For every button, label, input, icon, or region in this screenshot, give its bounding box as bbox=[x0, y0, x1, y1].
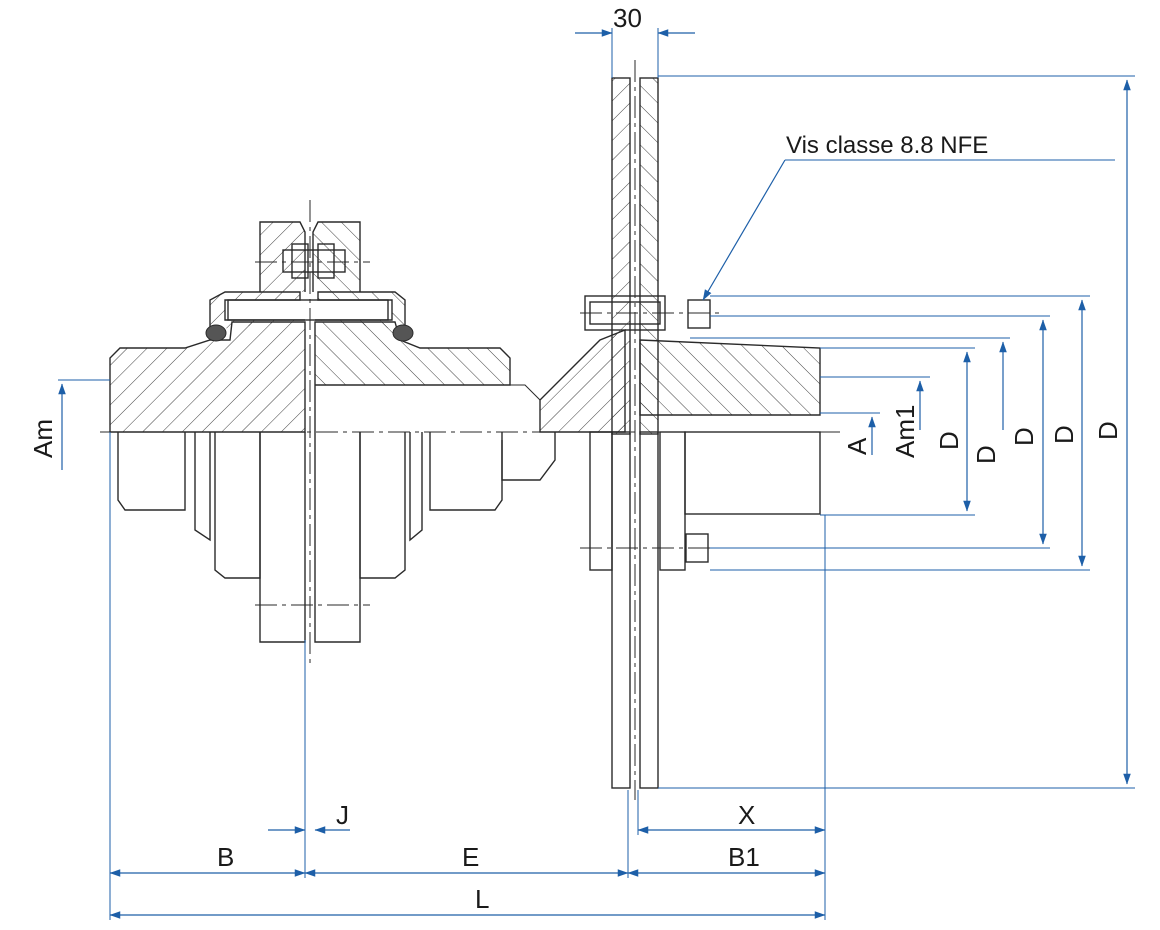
dimension-lines bbox=[58, 28, 1135, 920]
dim-e-label: E bbox=[462, 842, 479, 872]
dim-d5-label: D bbox=[1093, 421, 1123, 440]
dim-d2-label: D bbox=[971, 445, 1001, 464]
dim-l-label: L bbox=[475, 884, 489, 914]
right-flange-section bbox=[539, 60, 821, 800]
dim-d4-label: D bbox=[1049, 425, 1079, 444]
dim-d1-label: D bbox=[934, 431, 964, 450]
note-label: Vis classe 8.8 NFE bbox=[786, 132, 988, 159]
dim-x-label: X bbox=[738, 800, 755, 830]
left-hub-section bbox=[109, 221, 556, 643]
dim-30-label: 30 bbox=[613, 3, 642, 33]
dim-b1-label: B1 bbox=[728, 842, 760, 872]
dim-b-label: B bbox=[217, 842, 234, 872]
dim-d3-label: D bbox=[1009, 427, 1039, 446]
dim-j-label: J bbox=[336, 800, 349, 830]
dim-am-label: Am bbox=[28, 419, 58, 458]
dim-am1-label: Am1 bbox=[890, 405, 920, 458]
dim-a-label: A bbox=[842, 437, 872, 455]
